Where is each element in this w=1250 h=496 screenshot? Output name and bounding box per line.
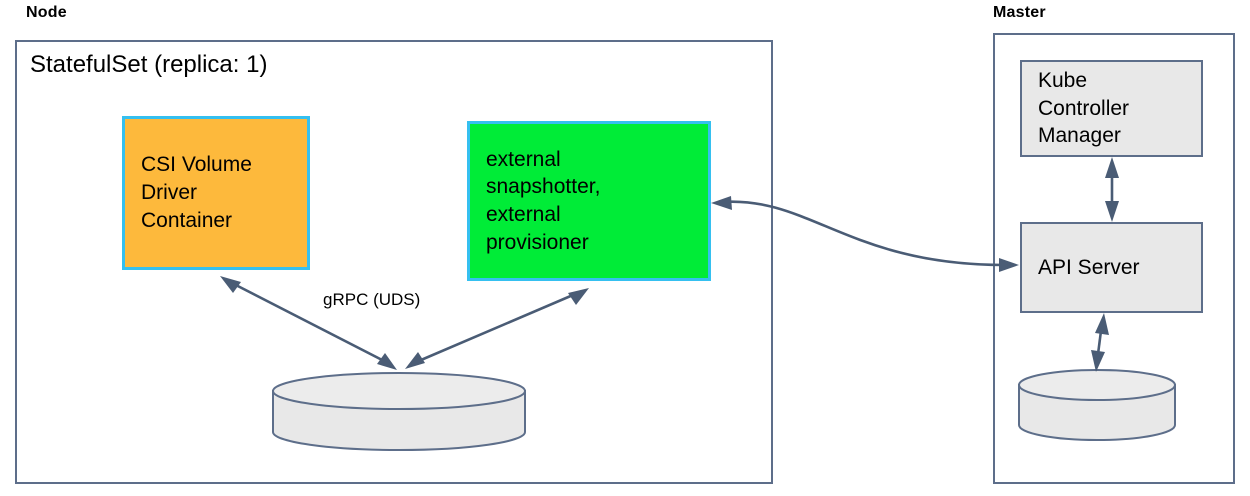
group-label-master: Master <box>993 4 1046 21</box>
statefulset-title: StatefulSet (replica: 1) <box>30 51 268 78</box>
group-label-node: Node <box>26 4 67 21</box>
box-csi-volume-driver-container[interactable]: CSI Volume Driver Container <box>122 116 310 270</box>
external-line-4: provisioner <box>486 230 589 254</box>
external-line-3: external <box>486 203 561 226</box>
kcm-line-1: Kube <box>1038 68 1088 92</box>
external-line-1: external <box>486 147 561 171</box>
box-external-controllers[interactable]: external snapshotter, external provision… <box>467 121 711 281</box>
box-api-server[interactable]: API Server <box>1020 222 1203 313</box>
csi-line-3: Container <box>141 208 233 232</box>
cylinder-label-etcd: etcd <box>1038 397 1071 416</box>
edge-label-grpc-uds: gRPC (UDS) <box>323 290 421 309</box>
kcm-line-3: Manager <box>1038 124 1121 148</box>
kcm-line-2: Controller <box>1038 96 1130 120</box>
csi-line-1: CSI Volume <box>141 153 252 177</box>
external-line-2: snapshotter, <box>486 175 601 199</box>
box-kube-controller-manager[interactable]: Kube Controller Manager <box>1020 60 1203 157</box>
cylinder-label-emptydir-volume: EmptyDir Volume <box>333 405 465 424</box>
api-server-line-1: API Server <box>1038 255 1140 279</box>
csi-line-2: Driver <box>141 181 197 205</box>
